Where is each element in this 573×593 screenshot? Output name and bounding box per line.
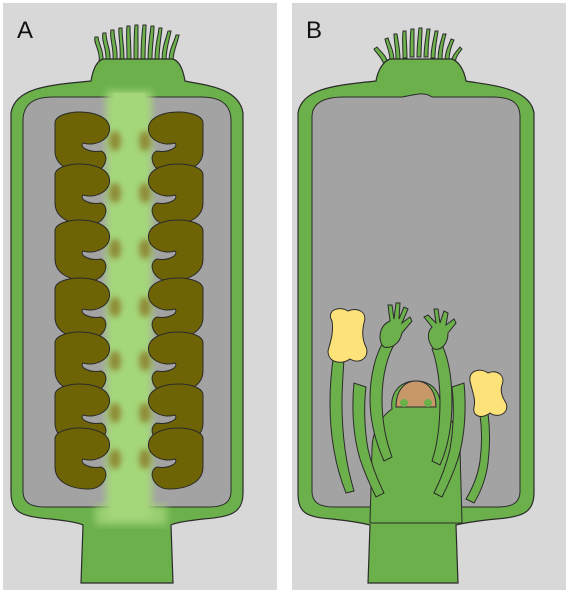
diagram-a	[3, 3, 277, 590]
panel-a: A	[3, 3, 277, 590]
yellow-structure-right	[470, 370, 507, 416]
yellow-structure-left	[328, 309, 367, 363]
diagram-b	[292, 3, 566, 590]
spores-right-column	[148, 112, 203, 489]
spores-left-column	[55, 112, 110, 489]
base-blur	[95, 505, 167, 525]
crown-tentacles	[95, 25, 179, 63]
panel-b: B	[292, 3, 566, 590]
